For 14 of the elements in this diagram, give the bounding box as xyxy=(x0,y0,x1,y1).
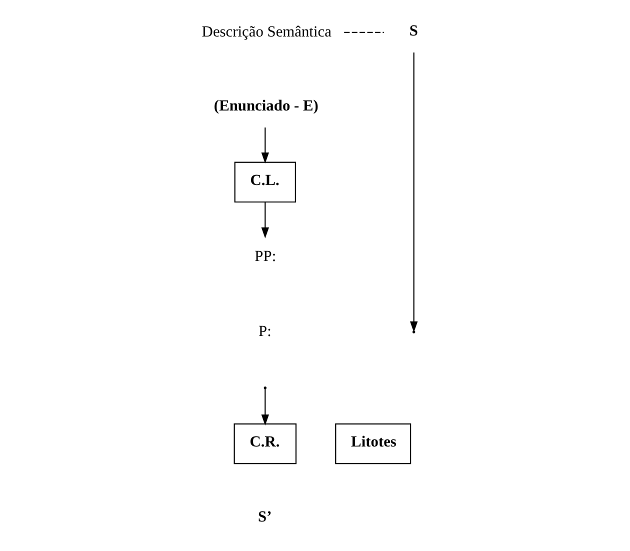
arrow xyxy=(410,52,418,332)
node-text: P: xyxy=(258,323,272,340)
node-box: C.L. xyxy=(234,162,296,203)
node-text: PP: xyxy=(254,248,276,266)
arrow xyxy=(261,127,270,164)
node-text: S xyxy=(409,22,418,40)
arrow xyxy=(261,202,270,238)
node-text: Descrição Semântica xyxy=(202,23,332,40)
node-box: Litotes xyxy=(335,423,412,464)
node-box: C.R. xyxy=(234,423,297,464)
node-text: (Enunciado - E) xyxy=(214,97,318,114)
node-text: S’ xyxy=(258,508,272,526)
connector xyxy=(344,32,384,33)
arrow xyxy=(261,388,270,426)
